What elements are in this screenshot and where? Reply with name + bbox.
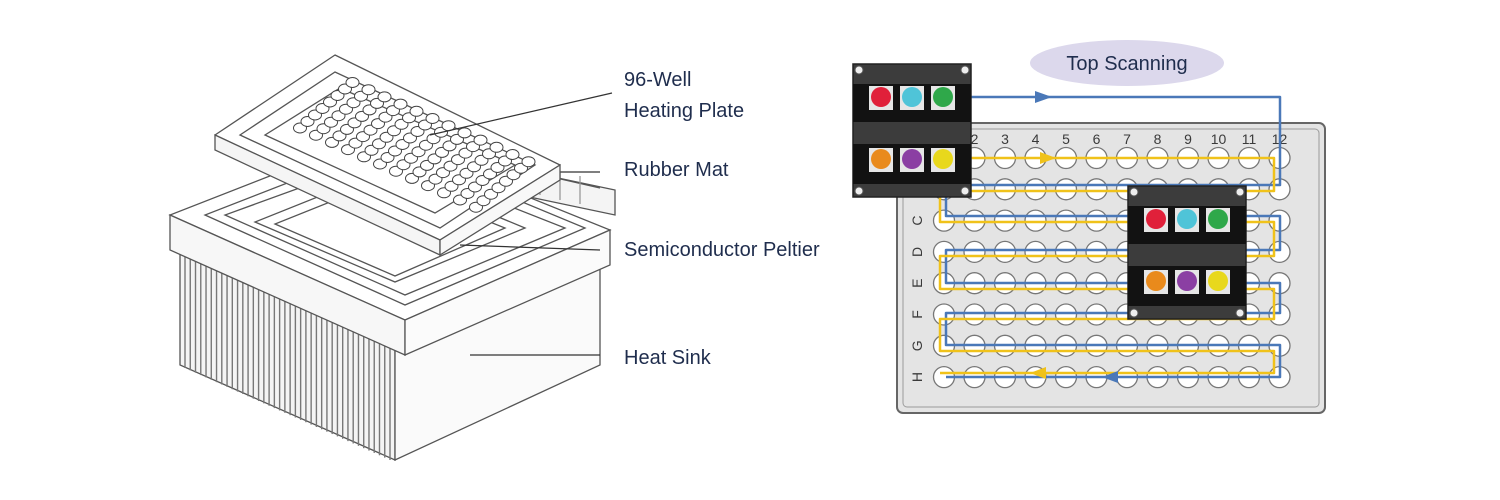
column-label-10: 10 <box>1211 131 1227 147</box>
plate-well <box>345 77 360 88</box>
column-label-9: 9 <box>1184 131 1192 147</box>
row-label-G: G <box>909 340 925 351</box>
plate-well <box>1085 178 1108 201</box>
plate-well <box>393 98 408 110</box>
label-rubber-mat: Rubber Mat <box>624 159 729 181</box>
plate-well <box>932 240 956 264</box>
heating-plate <box>214 54 613 257</box>
column-label-7: 7 <box>1123 131 1131 147</box>
detector-head-current <box>1127 185 1247 320</box>
plate-well <box>489 141 504 153</box>
row-label-H: H <box>909 372 925 382</box>
row-label-F: F <box>909 310 925 319</box>
screw-icon <box>854 186 864 196</box>
led-icon <box>933 87 953 107</box>
column-label-11: 11 <box>1242 131 1257 147</box>
arrow-row-h-blue-icon <box>1102 371 1118 383</box>
top-scanning-badge: Top Scanning <box>1030 40 1224 86</box>
column-label-4: 4 <box>1032 131 1040 147</box>
heat-sink <box>179 249 601 462</box>
arrow-top-icon <box>1035 91 1052 103</box>
led-icon <box>1146 209 1166 229</box>
detector-head-start <box>852 63 972 198</box>
led-icon <box>902 87 922 107</box>
heater-assembly-drawing <box>168 54 616 462</box>
plate-well <box>457 127 472 139</box>
screw-icon <box>1235 187 1245 197</box>
led-icon <box>1146 271 1166 291</box>
label-heating-plate-line2: Heating Plate <box>624 100 744 122</box>
led-icon <box>902 149 922 169</box>
led-icon <box>871 87 891 107</box>
plate-well <box>361 84 376 96</box>
plate-well <box>1054 303 1078 326</box>
plate-well <box>993 209 1017 232</box>
screw-icon <box>960 65 970 75</box>
plate-well <box>505 149 520 160</box>
column-label-5: 5 <box>1062 131 1070 147</box>
plate-well <box>993 240 1017 264</box>
led-icon <box>933 149 953 169</box>
plate-well <box>1054 178 1078 201</box>
plate-well <box>377 91 392 103</box>
label-heating-plate-line1: 96-Well <box>624 69 691 91</box>
plate-well <box>1085 240 1108 264</box>
plate-well <box>993 178 1017 201</box>
screw-icon <box>960 186 970 196</box>
column-label-6: 6 <box>1093 131 1101 147</box>
led-icon <box>1177 271 1197 291</box>
screw-icon <box>1129 308 1139 318</box>
plate-well <box>1085 209 1108 232</box>
plate-leader-line <box>429 92 613 136</box>
plate-well <box>1054 209 1078 232</box>
label-heat-sink: Heat Sink <box>624 347 712 369</box>
led-icon <box>871 149 891 169</box>
plate-well <box>473 134 488 146</box>
led-icon <box>1177 209 1197 229</box>
row-label-E: E <box>909 279 925 288</box>
led-icon <box>1208 271 1228 291</box>
plate-well <box>993 303 1017 326</box>
plate-well <box>1024 240 1047 264</box>
column-label-2: 2 <box>971 131 979 147</box>
plate-well <box>932 209 956 232</box>
plate-well <box>521 156 536 168</box>
plate-well <box>1024 209 1047 232</box>
plate-well <box>1024 178 1047 201</box>
arrow-row-a-icon <box>1040 152 1056 164</box>
plate-well <box>409 105 424 117</box>
row-label-C: C <box>909 216 925 226</box>
row-label-D: D <box>909 247 925 257</box>
led-icon <box>1208 209 1228 229</box>
screw-icon <box>854 65 864 75</box>
screw-icon <box>1129 187 1139 197</box>
peltier-leader-line <box>459 244 601 251</box>
scan-path-yellow <box>938 156 1276 375</box>
screw-icon <box>1235 308 1245 318</box>
plate-well <box>963 209 986 232</box>
plate-well <box>1054 240 1078 264</box>
column-label-3: 3 <box>1001 131 1009 147</box>
plate-well <box>963 240 986 264</box>
plate-well <box>932 303 956 326</box>
label-semiconductor-peltier: Semiconductor Peltier <box>624 239 820 261</box>
plate-well <box>425 113 440 124</box>
plate-well <box>1085 303 1108 326</box>
top-scanning-label: Top Scanning <box>1066 53 1187 75</box>
column-label-8: 8 <box>1154 131 1162 147</box>
plate-well <box>1024 303 1047 326</box>
plate-well <box>963 303 986 326</box>
arrow-row-h-yellow-icon <box>1030 367 1046 379</box>
